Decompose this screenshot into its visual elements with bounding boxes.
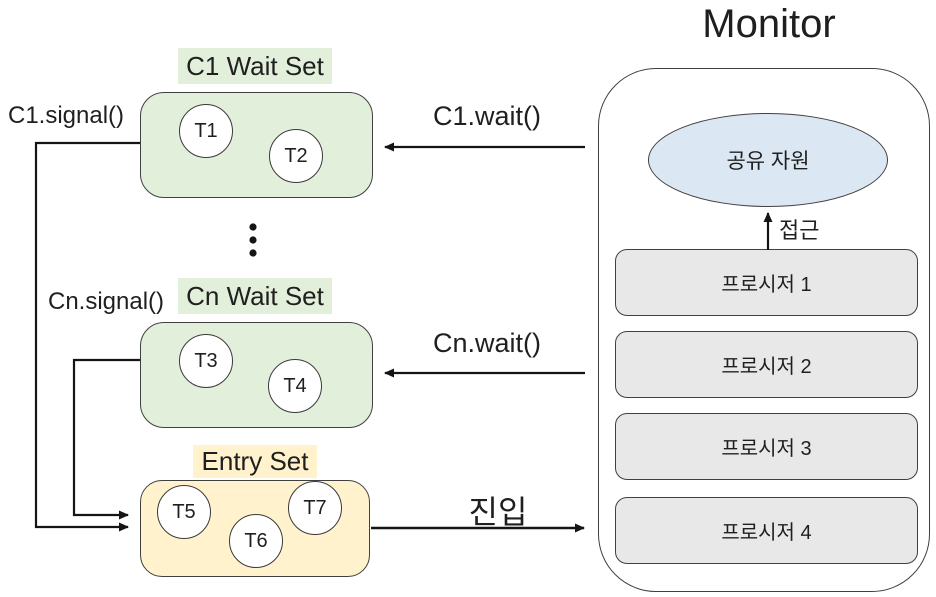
thread-circle-t2: T2: [269, 129, 323, 183]
cn-wait-set-title: Cn Wait Set: [178, 278, 332, 314]
c1-wait-label: C1.wait(): [432, 101, 541, 131]
thread-circle-t4: T4: [268, 359, 322, 413]
enter-label: 진입: [468, 494, 528, 530]
access-label: 접근: [779, 218, 820, 243]
c1-wait-set-title: C1 Wait Set: [178, 48, 332, 84]
vertical-ellipsis-icon: [249, 223, 257, 257]
cn-signal-label: Cn.signal(): [48, 288, 165, 315]
procedure-2-box: 프로시저 2: [615, 331, 918, 398]
shared-resource-ellipse: 공유 자원: [648, 113, 888, 207]
thread-circle-t6: T6: [229, 514, 283, 568]
c1-wait-set-box: [140, 92, 373, 198]
monitor-title: Monitor: [702, 2, 836, 46]
procedure-1-box: 프로시저 1: [615, 249, 918, 316]
thread-circle-t1: T1: [179, 104, 233, 158]
procedure-3-box: 프로시저 3: [615, 413, 918, 480]
thread-circle-t5: T5: [157, 485, 211, 539]
shared-resource-label: 공유 자원: [726, 150, 810, 173]
cn-signal-connector: [72, 358, 140, 520]
entry-set-title: Entry Set: [193, 445, 317, 478]
cn-wait-set-box: [140, 322, 373, 428]
procedure-4-box: 프로시저 4: [615, 497, 918, 564]
cn-wait-label: Cn.wait(): [432, 328, 541, 358]
c1-signal-connector: [34, 141, 140, 532]
c1-signal-label: C1.signal(): [8, 102, 125, 129]
thread-circle-t3: T3: [179, 334, 233, 388]
thread-circle-t7: T7: [288, 481, 342, 535]
